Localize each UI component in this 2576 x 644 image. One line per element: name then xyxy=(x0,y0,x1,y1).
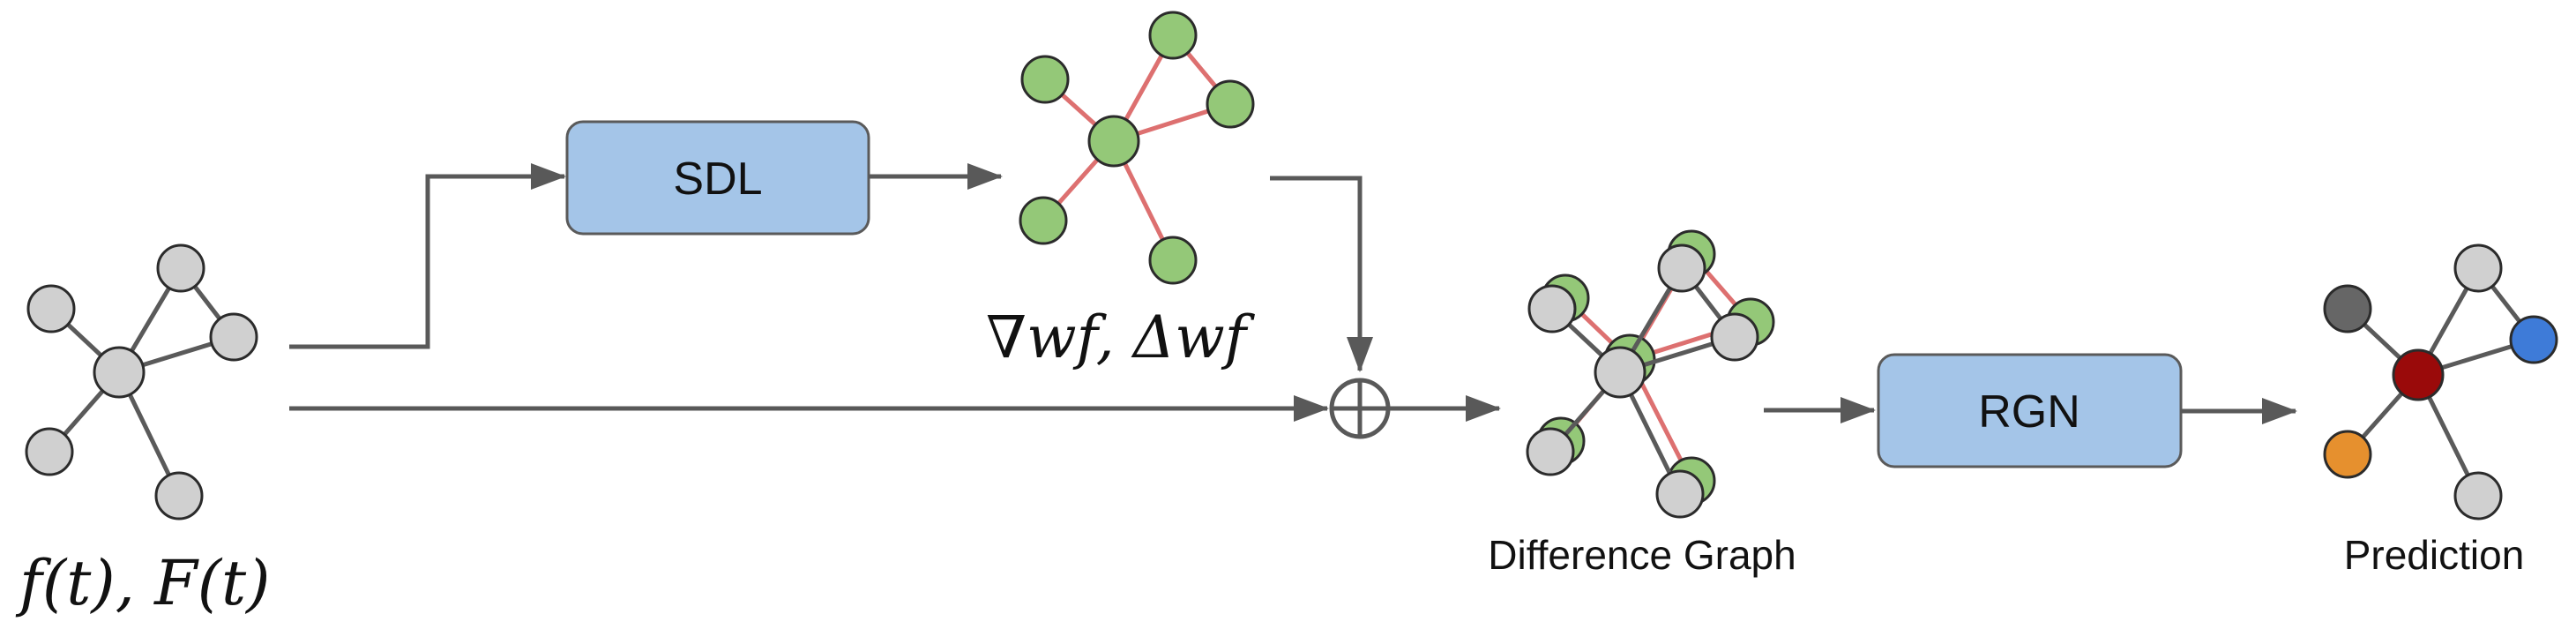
diff-gray-node xyxy=(1527,284,1577,333)
sum-operator-icon xyxy=(1329,378,1391,439)
input-center-node xyxy=(93,346,146,399)
input-graph xyxy=(25,243,258,520)
input-node xyxy=(209,312,258,362)
sdl-label: SDL xyxy=(673,154,762,205)
input-node xyxy=(156,243,205,293)
operator-center-node xyxy=(1087,115,1140,168)
prediction-node-dark xyxy=(2323,284,2372,333)
operator-label: ∇wf, Δwf xyxy=(986,303,1256,371)
arrow-to-sdl xyxy=(289,163,566,349)
prediction-node xyxy=(2453,471,2503,520)
sdl-block: SDL xyxy=(565,120,870,236)
arrow-to-sum xyxy=(1270,176,1373,372)
prediction-node-blue xyxy=(2509,315,2558,364)
diff-gray-node xyxy=(1526,427,1575,476)
prediction-label: Prediction xyxy=(2344,532,2525,578)
operator-node xyxy=(1020,55,1070,104)
diff-gray-node xyxy=(1655,469,1705,519)
prediction-graph xyxy=(2323,243,2558,520)
diff-gray-node xyxy=(1657,243,1706,293)
operator-graph xyxy=(1019,11,1255,285)
operator-node xyxy=(1148,236,1198,285)
rgn-label: RGN xyxy=(1978,386,2080,438)
difference-graph xyxy=(1526,229,1775,519)
input-label: f(t), F(t) xyxy=(15,547,270,619)
prediction-node-orange xyxy=(2323,430,2372,479)
diff-gray-center-node xyxy=(1594,346,1646,399)
input-node xyxy=(25,427,74,476)
operator-node xyxy=(1206,79,1255,129)
operator-node xyxy=(1148,11,1198,60)
input-node xyxy=(26,284,76,333)
operator-node xyxy=(1019,196,1068,245)
input-node xyxy=(154,471,204,520)
diff-gray-node xyxy=(1710,312,1759,362)
rgn-block: RGN xyxy=(1877,353,2183,468)
prediction-node xyxy=(2453,243,2503,293)
difference-graph-label: Difference Graph xyxy=(1488,532,1796,578)
prediction-center-node-red xyxy=(2392,348,2445,401)
